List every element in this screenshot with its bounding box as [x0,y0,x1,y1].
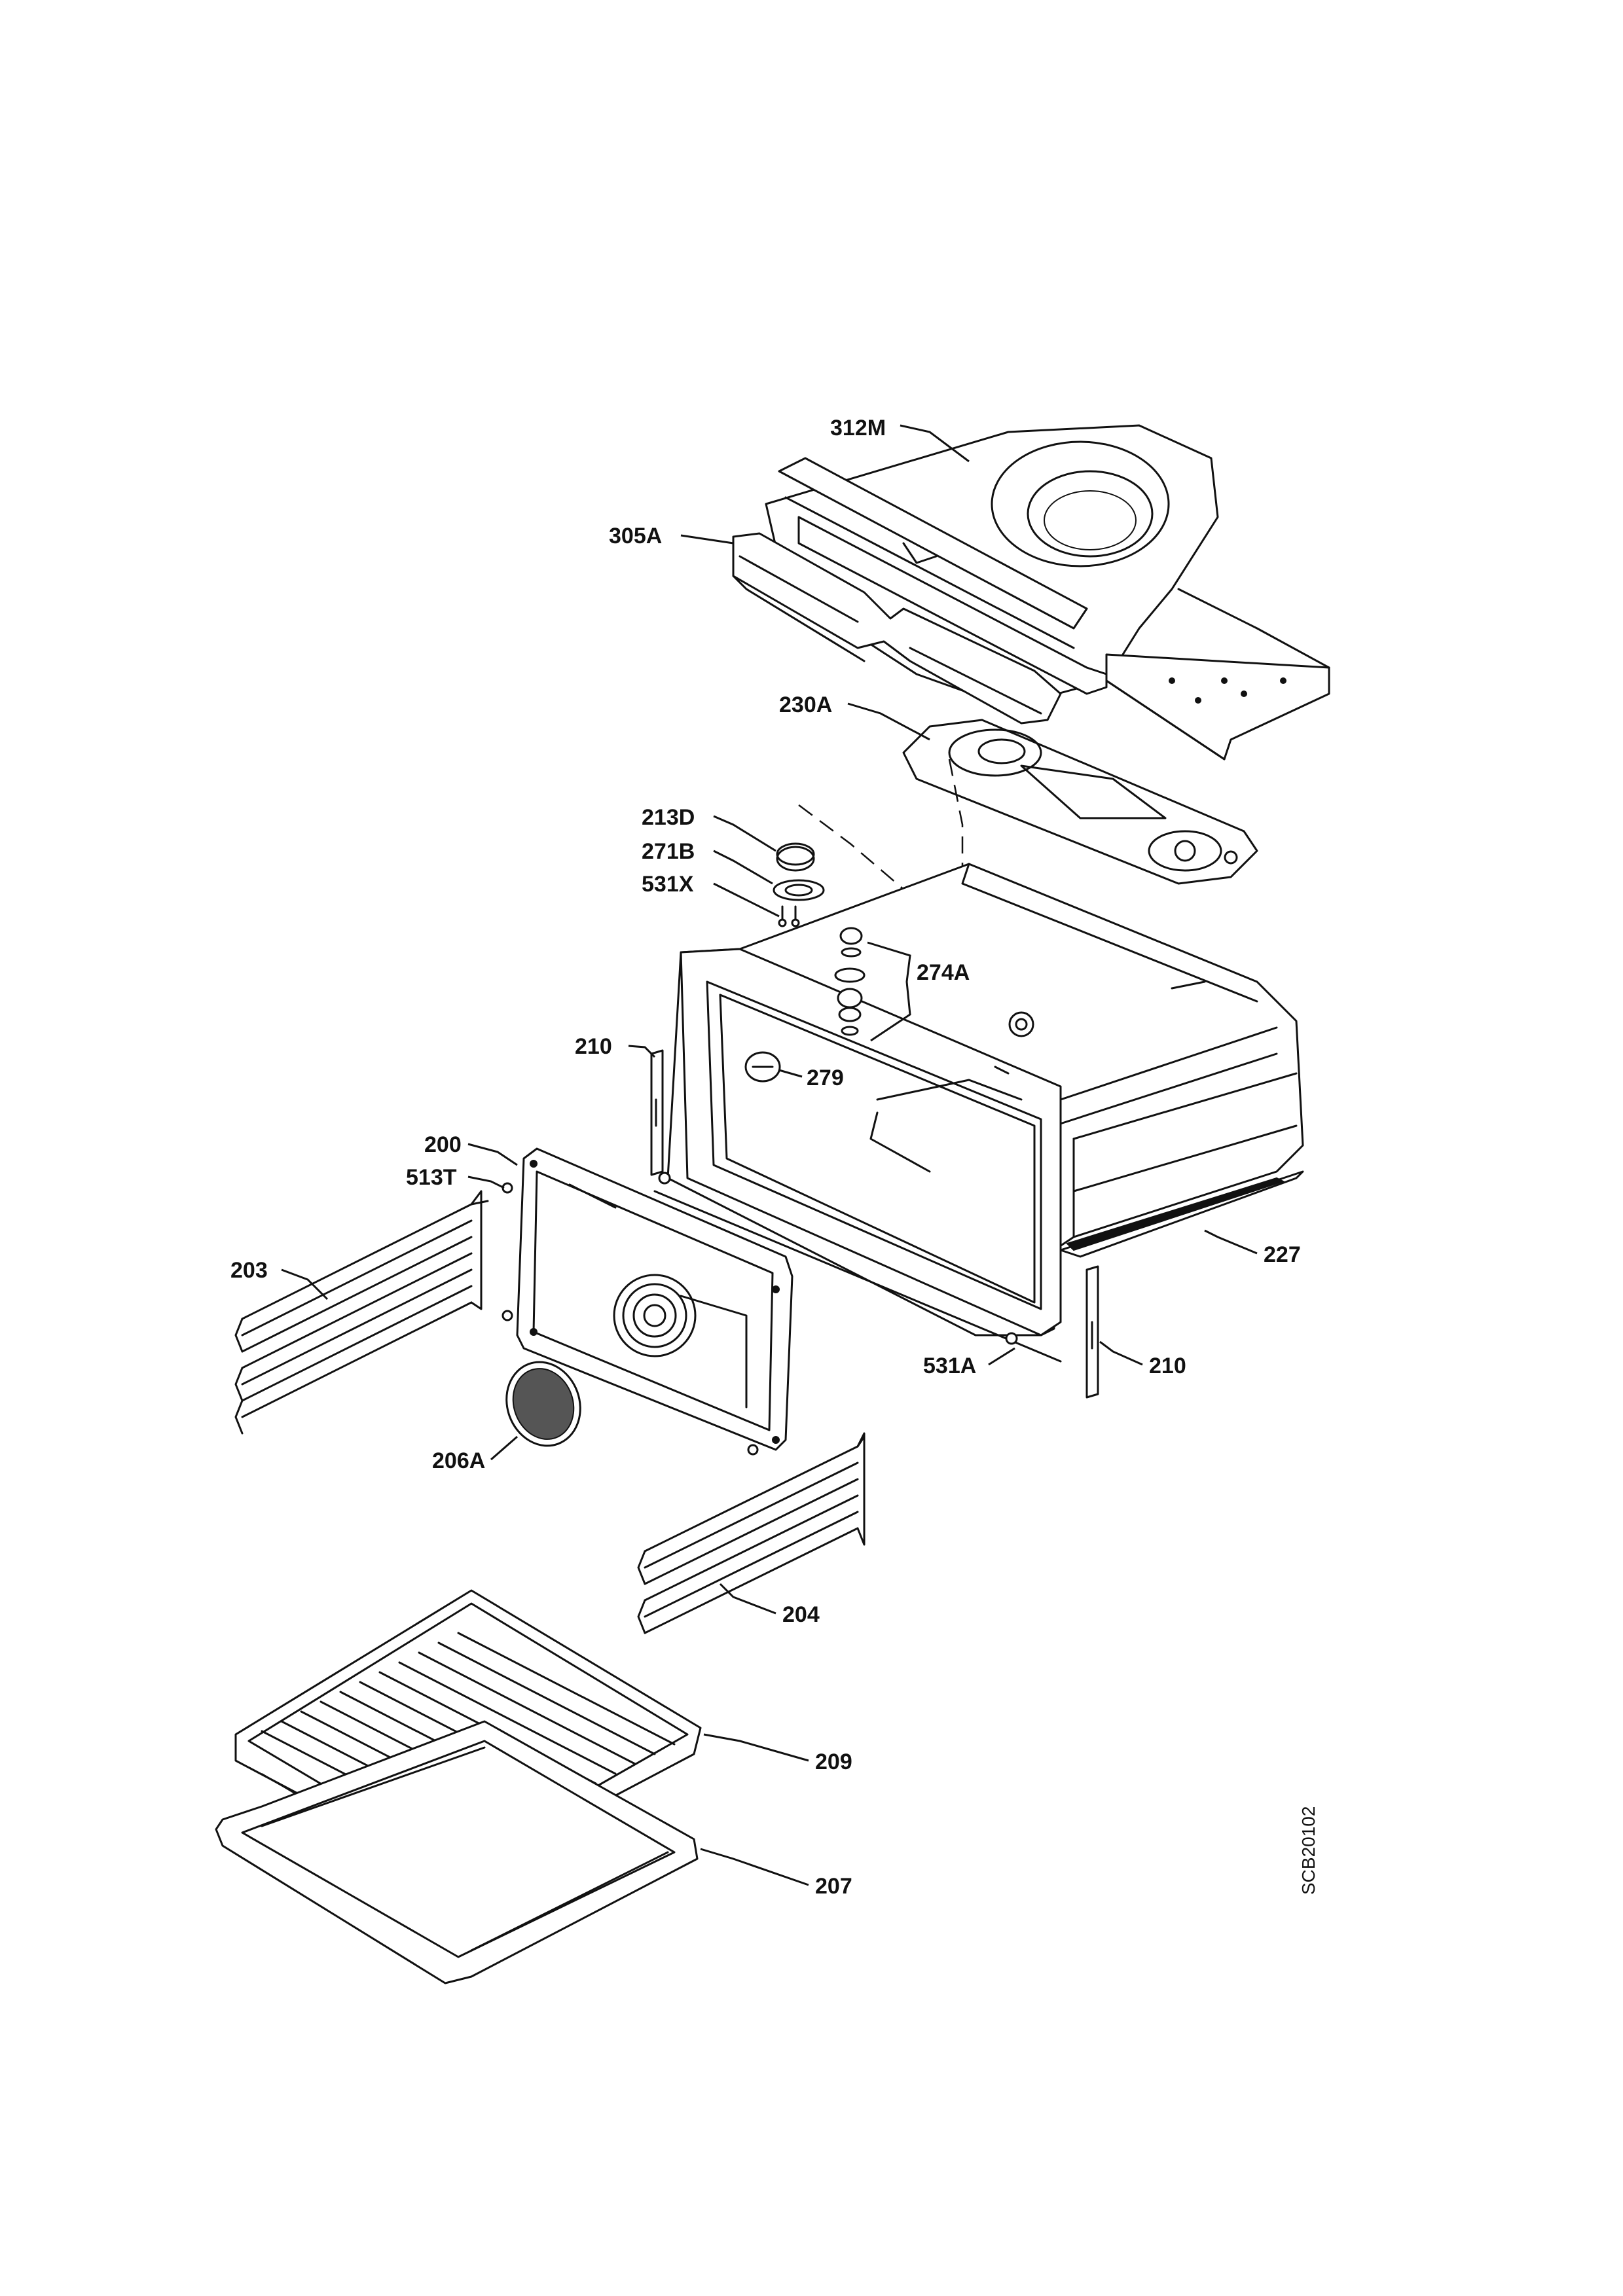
label-230a: 230A [779,692,832,717]
label-227: 227 [1264,1242,1301,1267]
part-279-lamp-holder [744,1051,781,1083]
label-531x: 531X [642,872,694,897]
label-206a: 206A [432,1448,485,1473]
part-204-right-shelf-support [637,1432,866,1634]
leader-lines [281,424,1258,1886]
label-207: 207 [815,1874,852,1899]
label-204: 204 [782,1602,820,1627]
label-210-left: 210 [575,1034,612,1059]
label-305a: 305A [609,524,662,548]
part-203-left-shelf-support [234,1190,489,1435]
label-312m: 312M [830,416,886,440]
part-206a-fan-grille [505,1361,581,1447]
diagram-reference-code: SCB20102 [1298,1806,1319,1895]
label-271b: 271B [642,839,695,864]
part-200-back-panel [516,1147,793,1451]
label-213d: 213D [642,805,695,830]
part-207-baking-tray [215,1720,699,1984]
part-227-door-seal-strip [1059,1170,1304,1258]
part-305a-insulation-strip [732,532,1062,725]
part-230a-gasket-plate [902,719,1258,885]
label-200: 200 [424,1132,462,1157]
label-279: 279 [807,1066,844,1090]
label-210-right: 210 [1149,1354,1186,1378]
label-203: 203 [230,1258,268,1283]
oven-cavity-body [653,863,1304,1363]
part-210-right-runner [1085,1265,1099,1399]
part-labels: 312M 305A 230A 213D 271B 531X 274A 210 2… [230,416,1301,1899]
label-209: 209 [815,1749,852,1774]
label-513t: 513T [406,1165,457,1190]
part-213d-271b-531x-mount [773,842,825,927]
label-274a: 274A [917,960,970,985]
part-210-left-runner [650,1049,664,1176]
part-274a-fixing-stack [834,927,911,1042]
label-531a: 531A [923,1354,976,1378]
